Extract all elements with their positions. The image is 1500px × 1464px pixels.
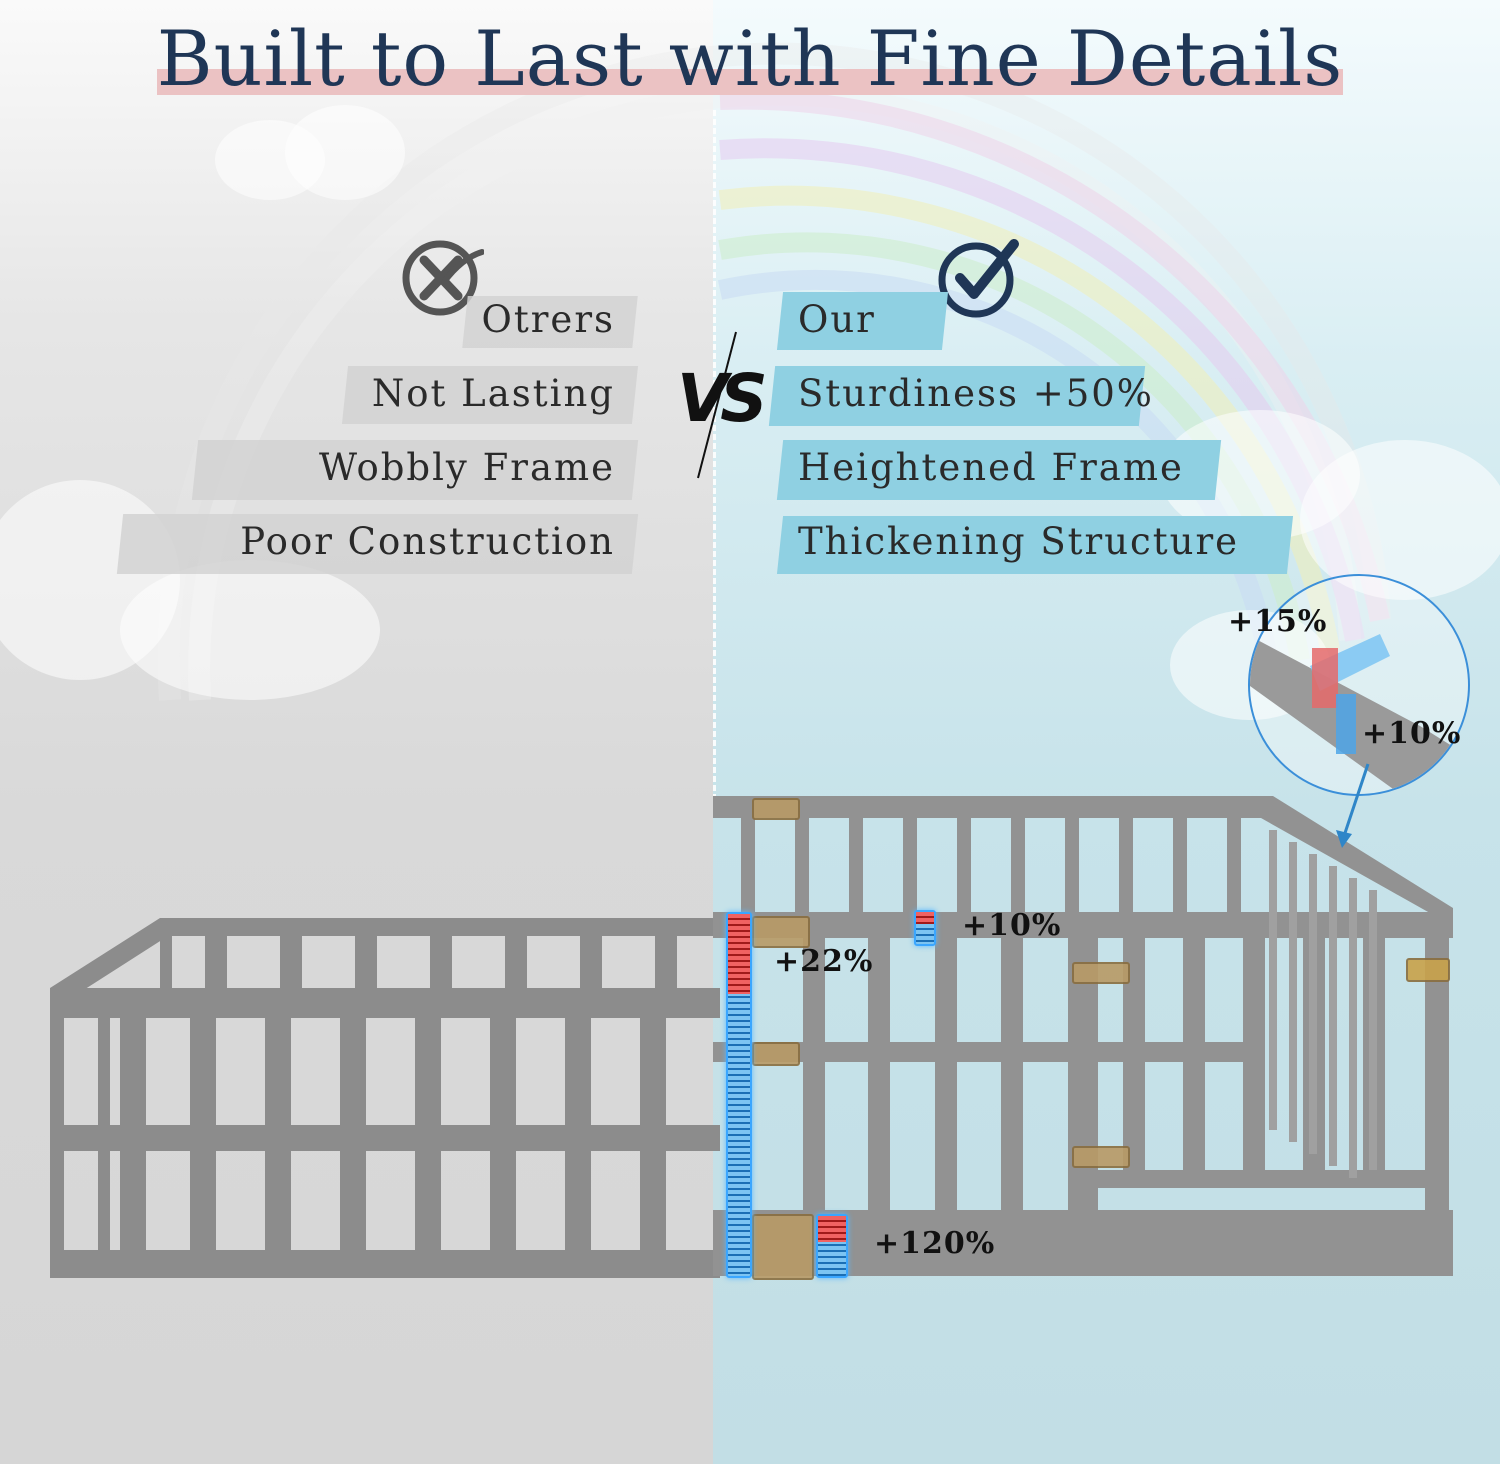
others-bed-frame-illustration xyxy=(50,918,720,1278)
our-back-slats xyxy=(741,818,1241,912)
page-title: Built to Last with Fine Details xyxy=(0,14,1500,103)
ruler-red-segment xyxy=(916,912,934,924)
title-text: Built to Last with Fine Details xyxy=(156,14,1344,103)
ruler-red-segment xyxy=(818,1216,846,1242)
divider-line xyxy=(713,110,716,800)
base-ruler-icon xyxy=(816,1214,848,1278)
right-item-label: Thickening Structure xyxy=(798,520,1240,563)
hinge-icon xyxy=(1072,1146,1130,1168)
our-front-slats xyxy=(803,938,1385,1210)
corner-bracket-icon xyxy=(752,916,810,948)
right-item-label: Sturdiness +50% xyxy=(798,372,1154,415)
rail-ruler-icon xyxy=(914,910,936,946)
left-header-label: Otrers xyxy=(481,298,615,341)
ruler-red-segment xyxy=(728,914,750,994)
hinge-icon xyxy=(1072,962,1130,984)
left-item-label: Wobbly Frame xyxy=(318,446,615,489)
zoom-rail-illustration xyxy=(1250,634,1468,794)
our-side-slats xyxy=(1269,830,1377,1178)
right-header-label: Our xyxy=(798,298,876,341)
left-item-label: Not Lasting xyxy=(371,372,615,415)
vs-slash-line xyxy=(697,331,737,479)
title-highlight xyxy=(156,69,1344,95)
pointer-arrow-icon xyxy=(1336,763,1370,848)
height-ruler-icon xyxy=(726,912,752,1278)
rail-top-percent: +10% xyxy=(962,908,1062,943)
base-rail-percent: +120% xyxy=(874,1226,996,1261)
left-item-label: Poor Construction xyxy=(240,520,615,563)
title-wrapper: Built to Last with Fine Details xyxy=(156,14,1344,103)
others-slats xyxy=(120,936,677,1250)
corner-bracket-icon xyxy=(752,1042,800,1066)
zoom-bottom-percent: +10% xyxy=(1362,716,1462,751)
gate-latch-icon xyxy=(1406,958,1450,982)
cloud-decoration xyxy=(285,105,405,200)
corner-bracket-icon xyxy=(752,798,800,820)
zoom-top-percent: +15% xyxy=(1228,604,1328,639)
check-circle-icon xyxy=(938,239,1019,318)
right-item-label: Heightened Frame xyxy=(798,446,1184,489)
cloud-decoration xyxy=(1300,440,1500,600)
post-height-percent: +22% xyxy=(774,944,874,979)
zoom-detail-circle xyxy=(1248,574,1470,796)
cloud-decoration xyxy=(120,560,380,700)
vs-label: VS xyxy=(677,360,768,437)
x-circle-icon xyxy=(402,240,484,316)
corner-bracket-icon xyxy=(752,1214,814,1280)
